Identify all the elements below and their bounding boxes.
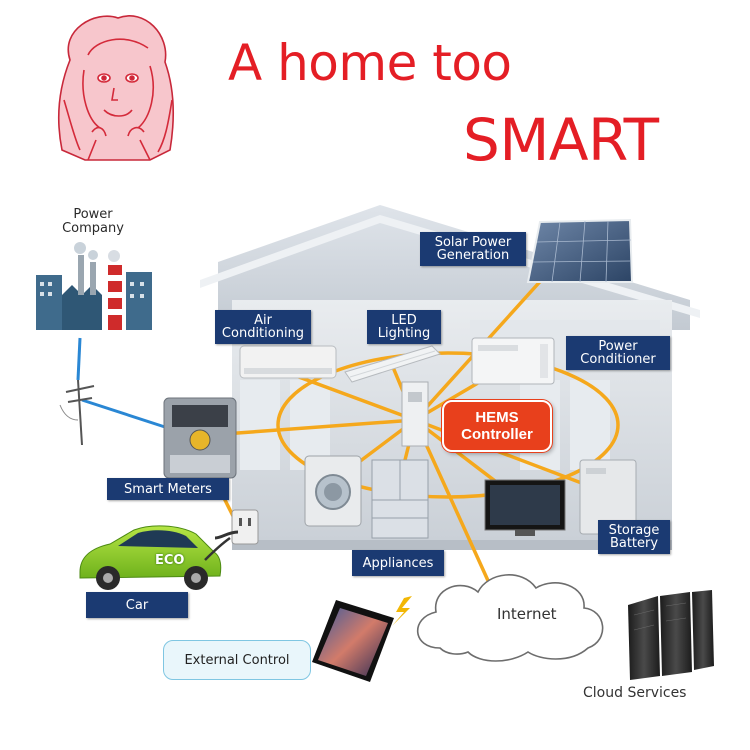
- power-company-line-2: Company: [62, 221, 124, 236]
- title-line-1: A home too: [228, 34, 512, 92]
- external-control-label[interactable]: External Control: [163, 640, 311, 680]
- factory-icon: [36, 242, 152, 330]
- air-conditioning-label: Air Conditioning: [215, 310, 311, 344]
- solar-generation-label: Solar Power Generation: [420, 232, 526, 266]
- woman-face-illustration: [57, 15, 175, 161]
- power-lines: [76, 337, 169, 430]
- appliances-label: Appliances: [352, 550, 444, 576]
- television-icon: [484, 479, 566, 536]
- server-rack-icon: [628, 590, 714, 680]
- led-lighting-label: LED Lighting: [367, 310, 441, 344]
- storage-battery-label: Storage Battery: [598, 520, 670, 554]
- cloud-icon: [416, 574, 604, 662]
- led-lighting-line-1: LED: [391, 313, 417, 328]
- air-conditioner-icon: [239, 345, 337, 379]
- led-lighting-line-2: Lighting: [377, 326, 431, 341]
- power-conditioner-icon: [471, 337, 555, 385]
- air-conditioning-line-1: Air: [254, 313, 272, 328]
- internet-label: Internet: [497, 605, 557, 623]
- smart-meter-icon: [163, 397, 237, 479]
- led-tube-icon: [344, 345, 441, 383]
- title-line-2: SMART: [463, 106, 659, 174]
- air-conditioning-line-2: Conditioning: [221, 326, 305, 341]
- tablet-icon: [312, 600, 394, 682]
- car-eco-badge: ECO: [155, 553, 185, 568]
- solar-panel-icon: [526, 218, 634, 283]
- storage-battery-line-2: Battery: [609, 536, 659, 551]
- smart-meters-label: Smart Meters: [107, 478, 229, 500]
- solar-line-2: Generation: [436, 248, 510, 263]
- power-conditioner-line-2: Conditioner: [580, 352, 656, 367]
- eco-car-icon: [79, 525, 231, 590]
- power-conditioner-label: Power Conditioner: [566, 336, 670, 370]
- cloud-services-label: Cloud Services: [583, 685, 687, 701]
- hems-line-1: HEMS: [475, 409, 519, 426]
- power-company-line-1: Power: [73, 207, 113, 222]
- power-conditioner-line-1: Power: [598, 339, 638, 354]
- power-company-label: Power Company: [58, 208, 128, 236]
- solar-line-1: Solar Power: [434, 235, 512, 250]
- washing-machine-icon: [304, 455, 362, 527]
- storage-battery-line-1: Storage: [608, 523, 660, 538]
- hems-line-2: Controller: [461, 426, 533, 443]
- refrigerator-icon: [371, 459, 429, 539]
- car-label: Car: [86, 592, 188, 618]
- hems-controller-icon: [401, 381, 429, 447]
- utility-pole-icon: [59, 379, 95, 446]
- lightning-icon: [392, 596, 412, 626]
- hems-controller-label: HEMS Controller: [442, 400, 552, 452]
- power-outlet-icon: [214, 509, 259, 545]
